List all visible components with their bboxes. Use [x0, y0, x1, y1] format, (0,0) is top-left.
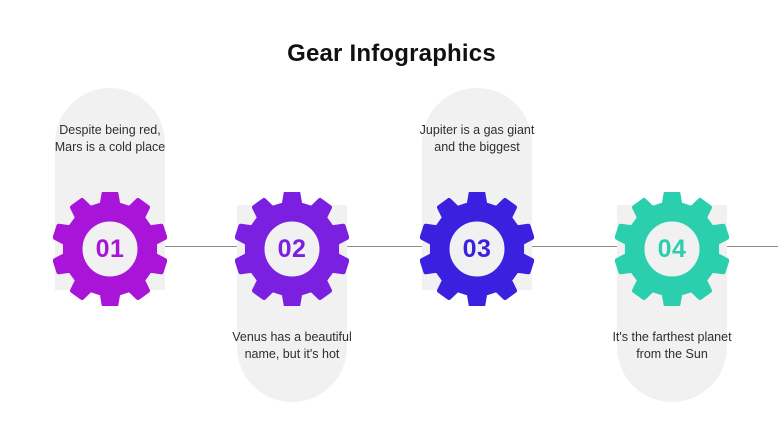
step-number-03: 03	[462, 234, 492, 263]
step-caption-01: Despite being red, Mars is a cold place	[54, 123, 166, 154]
step-number-02: 02	[277, 234, 307, 263]
step-caption-04: It's the farthest planet from the Sun	[612, 330, 732, 361]
page-title: Gear Infographics	[287, 40, 496, 67]
gear-shape-02	[235, 192, 349, 306]
step-number-04: 04	[657, 234, 687, 263]
gear-shape-01	[53, 192, 167, 306]
gear-icon-03[interactable]: 03	[420, 192, 534, 306]
step-item-04[interactable]: It's the farthest planet from the Sun 04	[612, 0, 732, 440]
gear-icon-02[interactable]: 02	[235, 192, 349, 306]
step-item-03[interactable]: Jupiter is a gas giant and the biggest 0…	[420, 0, 534, 440]
step-item-01[interactable]: Despite being red, Mars is a cold place …	[53, 0, 167, 440]
gear-icon-04[interactable]: 04	[615, 192, 729, 306]
step-number-01: 01	[95, 234, 125, 263]
step-caption-02: Venus has a beautiful name, but it's hot	[232, 330, 352, 361]
step-caption-03: Jupiter is a gas giant and the biggest	[419, 123, 535, 154]
gear-shape-03	[420, 192, 534, 306]
gear-shape-04	[615, 192, 729, 306]
step-item-02[interactable]: Venus has a beautiful name, but it's hot…	[232, 0, 352, 440]
gear-icon-01[interactable]: 01	[53, 192, 167, 306]
